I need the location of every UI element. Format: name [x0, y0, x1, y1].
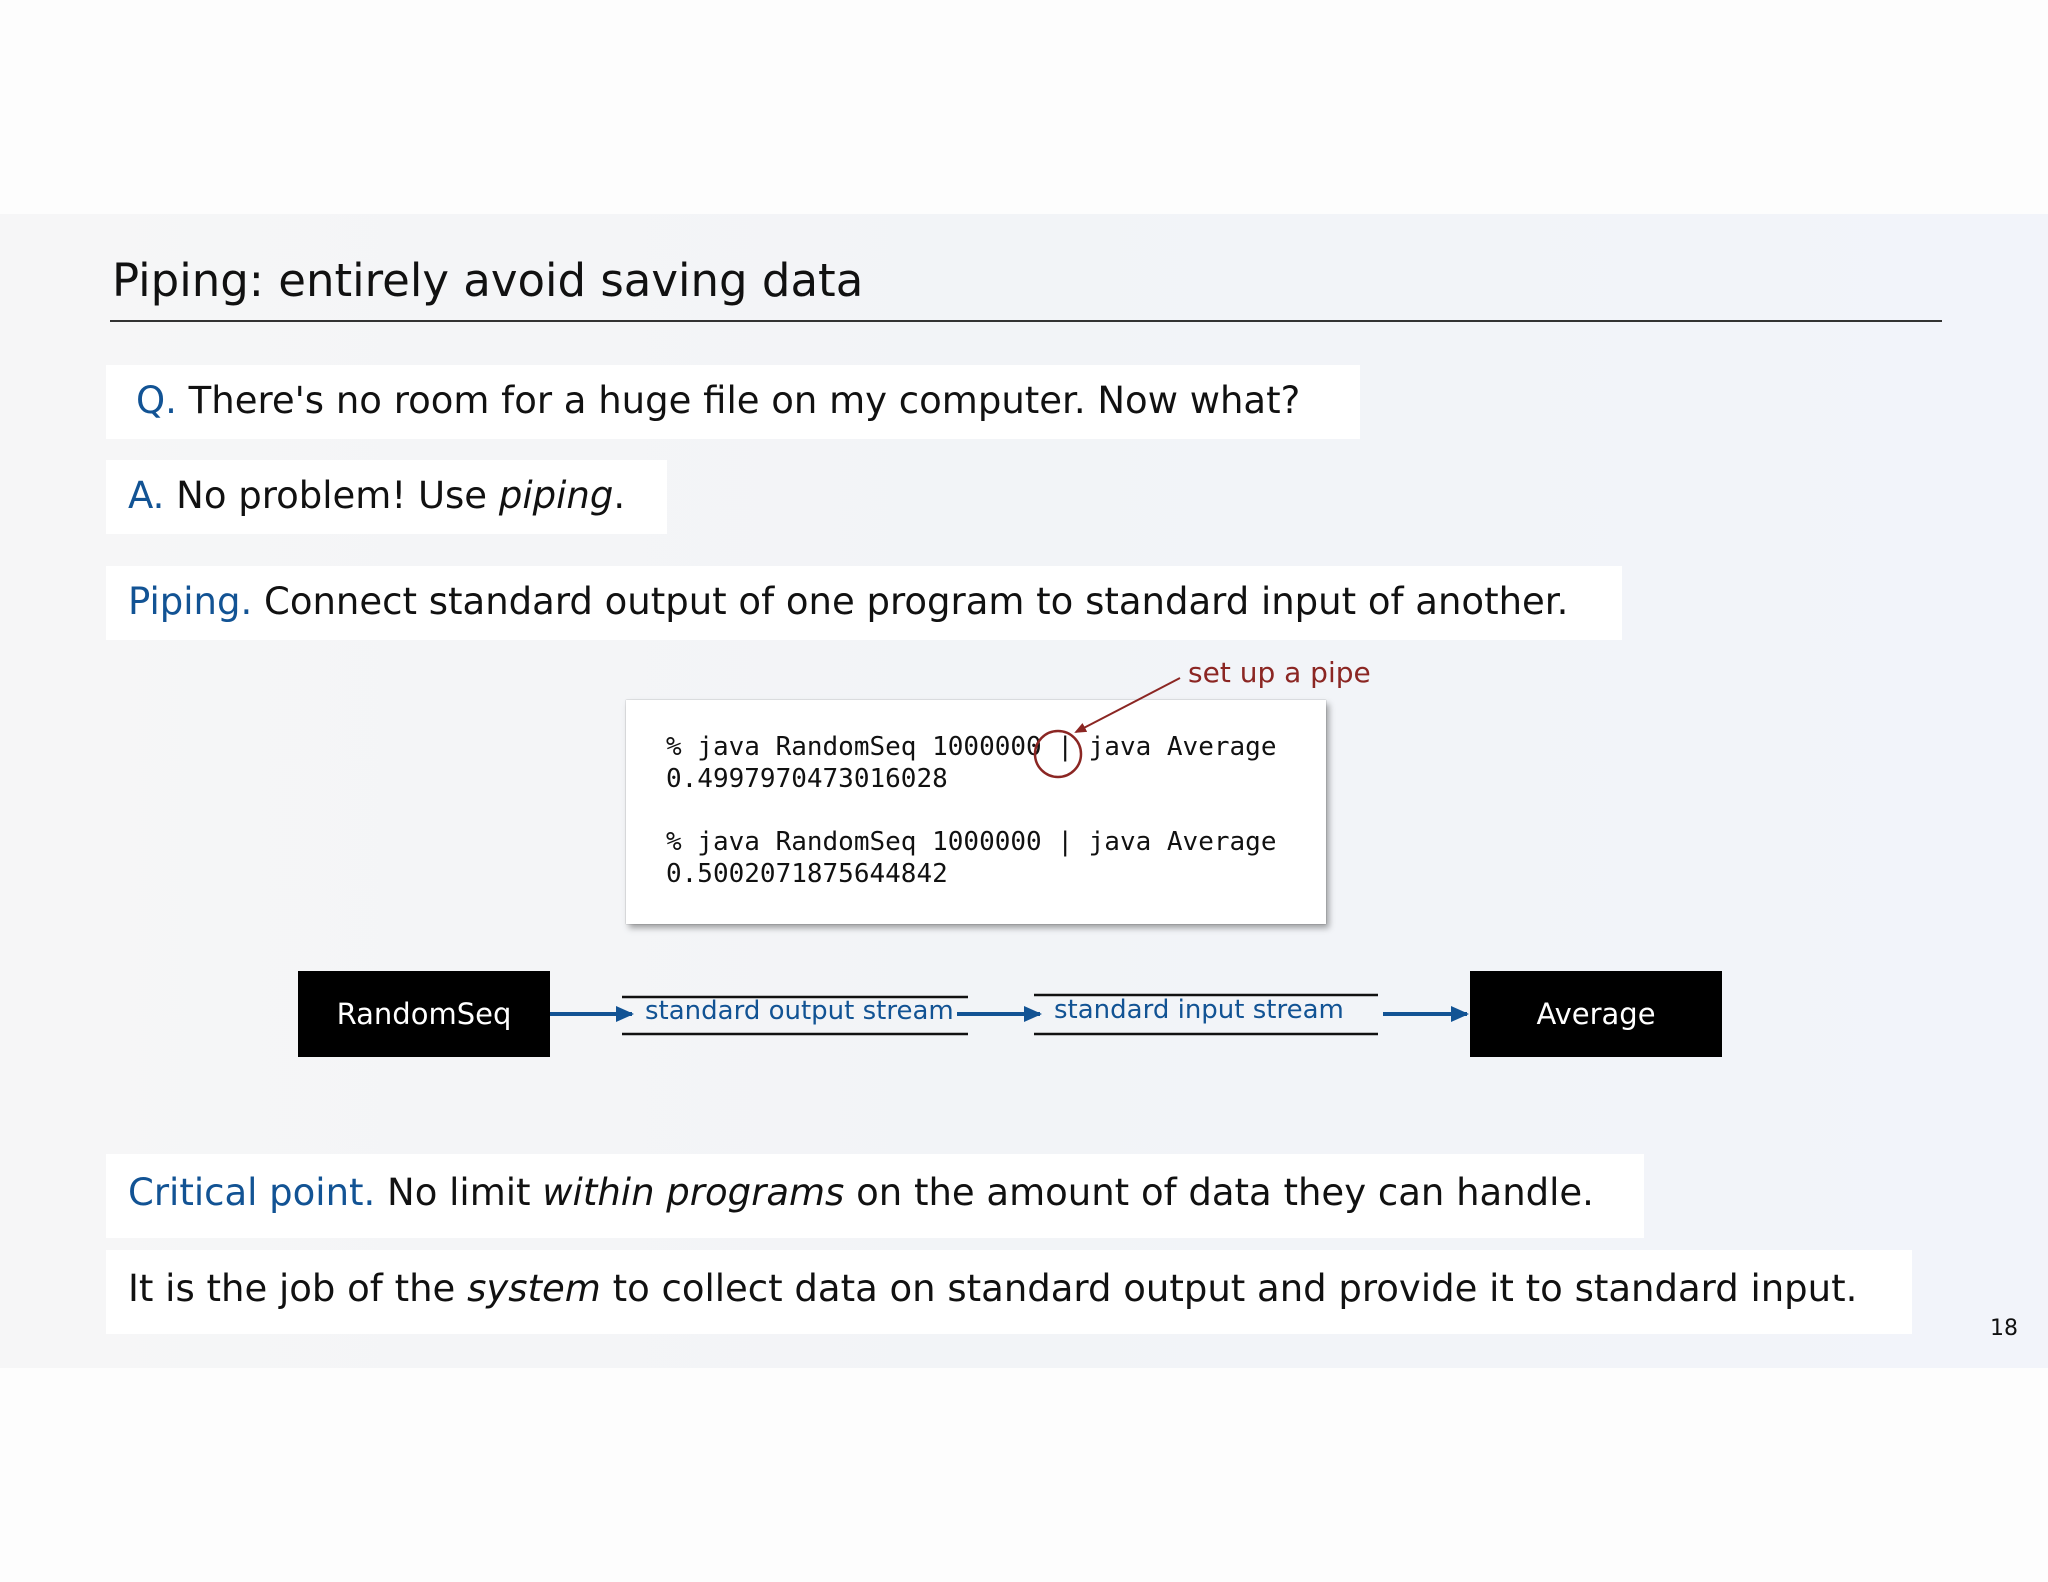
terminal-line-result-2: 0.5002071875644842: [666, 859, 948, 889]
system-text-b: to collect data on standard output and p…: [600, 1267, 1858, 1310]
terminal-line-command-1: % java RandomSeq 1000000 | java Average: [666, 732, 1277, 762]
slide-title: Piping: entirely avoid saving data: [112, 254, 864, 307]
system-note-box: It is the job of the system to collect d…: [106, 1250, 1912, 1334]
page-number: 18: [1990, 1316, 2018, 1341]
piping-text: Connect standard output of one program t…: [252, 580, 1569, 623]
answer-emphasis: piping: [498, 474, 614, 517]
question-text: There's no room for a huge file on my co…: [176, 379, 1301, 422]
terminal-line-command-2: % java RandomSeq 1000000 | java Average: [666, 827, 1277, 857]
critical-text-b: on the amount of data they can handle.: [844, 1171, 1594, 1214]
piping-lead: Piping.: [128, 580, 253, 623]
title-divider: [110, 320, 1942, 322]
system-text-a: It is the job of the: [128, 1267, 468, 1310]
critical-text-a: No limit: [375, 1171, 543, 1214]
answer-text: No problem! Use: [164, 474, 499, 517]
critical-emphasis: within programs: [542, 1171, 845, 1214]
average-program-box: Average: [1470, 971, 1722, 1057]
terminal-output: % java RandomSeq 1000000 | java Average …: [626, 700, 1326, 924]
terminal-line-result-1: 0.4997970473016028: [666, 764, 948, 794]
answer-tail: .: [613, 474, 626, 517]
answer-lead: A.: [128, 474, 165, 517]
critical-lead: Critical point.: [128, 1171, 376, 1214]
answer-box: A. No problem! Use piping.: [106, 460, 667, 534]
question-box: Q. There's no room for a huge file on my…: [106, 365, 1360, 439]
pipe-annotation: set up a pipe: [1188, 656, 1371, 689]
question-lead: Q.: [136, 379, 177, 422]
output-stream-label: standard output stream: [645, 996, 954, 1026]
critical-point-box: Critical point. No limit within programs…: [106, 1154, 1644, 1238]
piping-definition-box: Piping. Connect standard output of one p…: [106, 566, 1622, 640]
randomseq-program-box: RandomSeq: [298, 971, 550, 1057]
system-emphasis: system: [467, 1267, 601, 1310]
input-stream-label: standard input stream: [1054, 995, 1344, 1025]
